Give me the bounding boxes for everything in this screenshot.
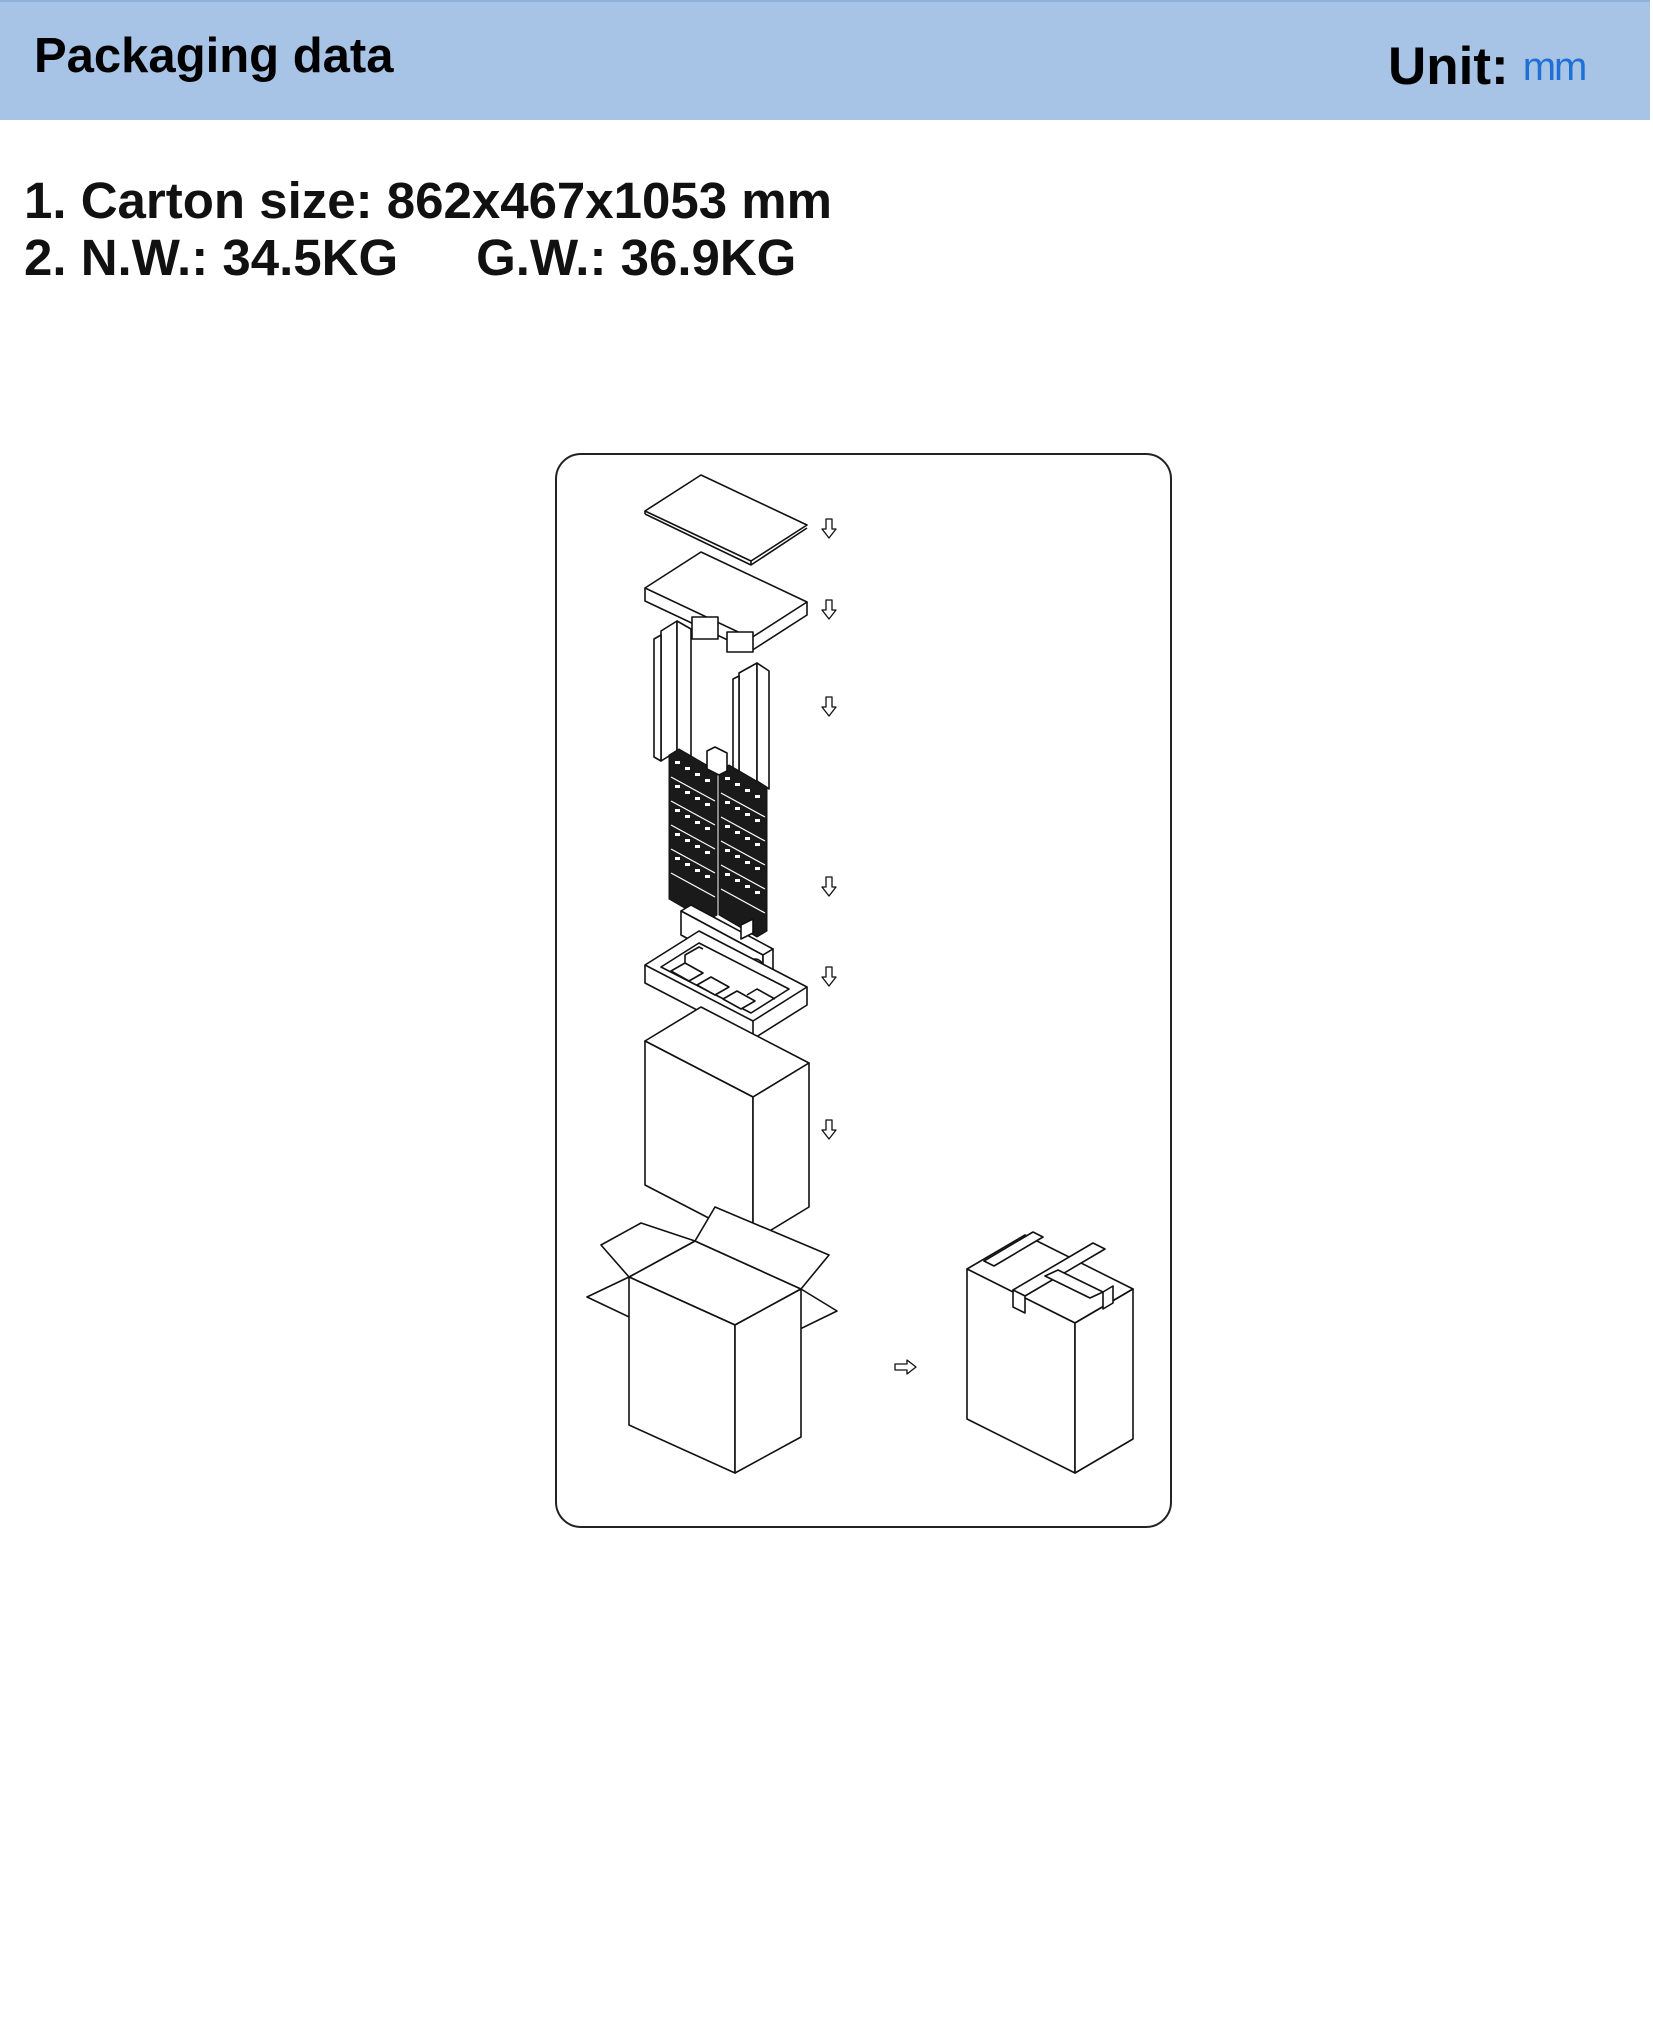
exploded-view-drawing — [586, 474, 1134, 1474]
top-foam-cap — [644, 551, 808, 653]
unit-indicator: Unit: mm — [1388, 36, 1588, 97]
sealed-outer-carton — [966, 1231, 1134, 1474]
arrow-down-icon — [821, 1119, 837, 1140]
unit-value: mm — [1522, 45, 1588, 89]
arrow-down-icon — [821, 966, 837, 987]
open-outer-carton — [586, 1206, 838, 1474]
inner-carton — [644, 1006, 810, 1242]
arrow-down-icon — [821, 876, 837, 897]
arrow-down-icon — [821, 599, 837, 620]
side-corner-supports — [653, 620, 770, 792]
page-title: Packaging data — [34, 29, 394, 83]
arrow-right-icon — [894, 1359, 917, 1375]
net-weight: 2. N.W.: 34.5KG — [24, 229, 399, 286]
arrow-down-icon — [821, 518, 837, 539]
unit-label: Unit: — [1388, 37, 1509, 96]
top-cover-sheet — [644, 474, 808, 566]
product-assembly — [668, 746, 774, 980]
header-bar: Packaging data Unit: mm — [0, 0, 1650, 120]
weight-line: 2. N.W.: 34.5KG G.W.: 36.9KG — [24, 229, 832, 286]
packaging-diagram — [555, 453, 1172, 1528]
arrow-down-icon — [821, 696, 837, 717]
gross-weight: G.W.: 36.9KG — [476, 229, 797, 286]
bottom-foam-tray — [644, 930, 808, 1040]
carton-size-line: 1. Carton size: 862x467x1053 mm — [24, 172, 832, 229]
packaging-specs: 1. Carton size: 862x467x1053 mm 2. N.W.:… — [24, 172, 832, 286]
